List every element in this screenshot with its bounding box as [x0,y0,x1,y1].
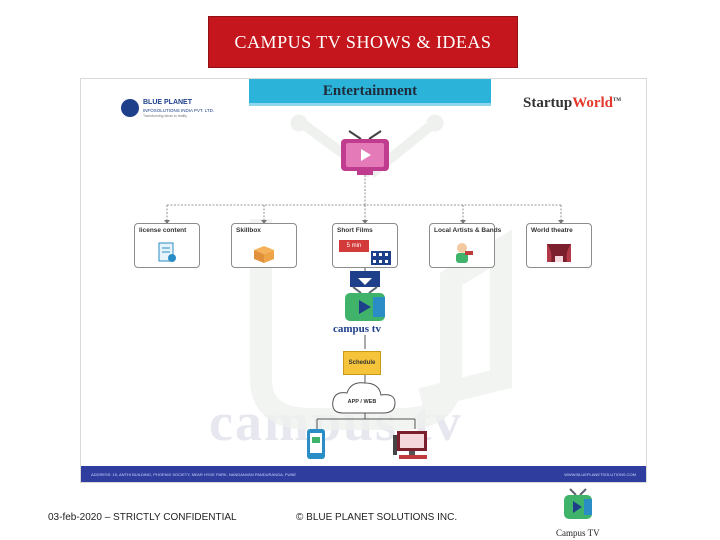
footer-website: WWW.BLUEPLANETSOLUTIONS.COM [564,471,636,477]
category-license-content: license content [134,223,200,268]
entertainment-header: Entertainment [249,79,491,106]
date-confidential-note: 03-feb-2020 – STRICTLY CONFIDENTIAL [48,512,237,523]
blue-planet-subtitle: INFOSOLUTIONS INDIA PVT. LTD. [143,108,215,113]
blue-planet-name: BLUE PLANET [143,99,192,106]
document-icon [158,242,176,262]
category-label: World theatre [531,227,573,234]
slide-title-first-letter: C [234,31,248,52]
category-label: Local Artists & Bands [434,227,502,234]
cloud-icon [332,382,396,414]
header-underline [249,103,491,106]
category-label: Skillbox [236,227,261,234]
campus-tv-logo-icon [345,286,385,321]
globe-icon [121,99,139,117]
category-skillbox: Skillbox [231,223,297,268]
startup-world-suffix: World [572,95,614,111]
five-min-badge: 5 min [339,240,369,252]
diagram-footer-strip: ADDRESS: 15, ANTHI BUILDING, PHOENIX SOC… [81,466,646,482]
campus-tv-footer-logo [564,488,592,519]
desktop-icon [393,431,427,459]
artist-icon [456,243,473,263]
category-short-films: Short Films 5 min [332,223,398,268]
category-local-artists: Local Artists & Bands [429,223,501,268]
startup-world-tm: TM [613,98,622,103]
entertainment-diagram [164,114,564,459]
theatre-icon [547,244,571,262]
startup-world-logo: StartupWorldTM [523,95,621,112]
campus-tv-caption: Campus TV [556,528,600,538]
footer-address: ADDRESS: 15, ANTHI BUILDING, PHOENIX SOC… [91,471,297,477]
slide-title-text: AMPUS TV SHOWS & IDEAS [247,31,492,52]
campus-tv-label: campus tv [333,323,381,335]
tv-icon [341,130,389,175]
schedule-box: Schedule [343,351,381,375]
film-icon [371,251,391,265]
copyright-text: © BLUE PLANET SOLUTIONS INC. [296,512,458,523]
app-web-label: APP / WEB [347,399,377,405]
category-world-theatre: World theatre [526,223,592,268]
category-label: Short Films [337,227,373,234]
mobile-phone-icon [307,429,325,459]
connector-lines [166,175,562,223]
diagram-frame: campus tv [80,78,647,483]
category-label: license content [139,227,187,234]
blue-planet-logo: BLUE PLANET INFOSOLUTIONS INDIA PVT. LTD… [121,97,221,121]
entertainment-title: Entertainment [322,82,418,99]
box-icon [254,246,274,263]
down-arrow-icon [350,271,380,287]
schedule-label: Schedule [348,360,376,366]
blue-planet-tagline: Transforming ideas to reality [143,114,188,118]
startup-world-prefix: Startup [523,95,573,111]
connector-arrows [164,220,564,224]
